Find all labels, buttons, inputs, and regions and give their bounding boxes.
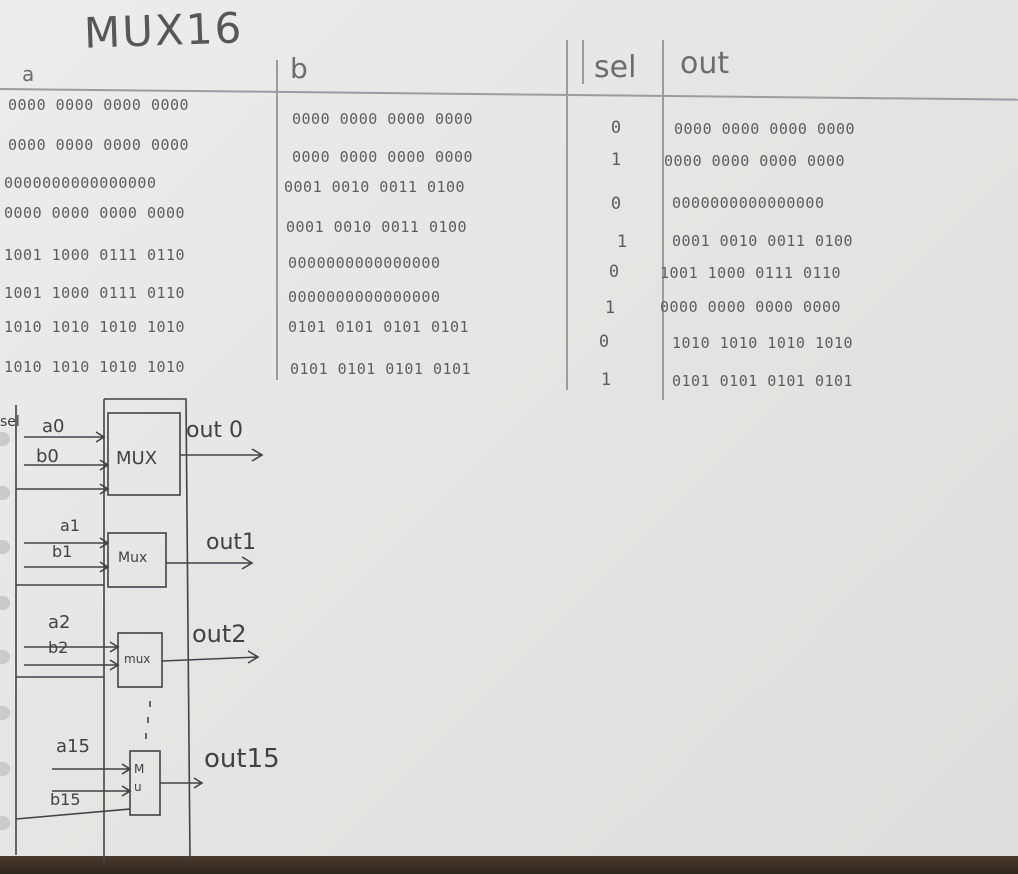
stage15-b-label: b15 xyxy=(50,790,81,809)
stage15-block-label: M u xyxy=(134,762,145,794)
header-sel: sel xyxy=(594,50,637,85)
cell-b: 0001 0010 0011 0100 xyxy=(286,218,468,236)
cell-b: 0000 0000 0000 0000 xyxy=(292,148,474,166)
cell-sel: 0 xyxy=(610,194,622,214)
header-b: b xyxy=(290,52,308,85)
stage0-a-label: a0 xyxy=(42,416,65,437)
stage2-out-label: out2 xyxy=(192,620,247,648)
cell-sel: 1 xyxy=(610,150,622,170)
cell-a: 0000 0000 0000 0000 xyxy=(4,204,186,222)
mux-block-1 xyxy=(107,532,167,588)
cell-b: 0101 0101 0101 0101 xyxy=(288,318,470,336)
column-rule-bsel xyxy=(566,40,568,390)
cell-b: 0001 0010 0011 0100 xyxy=(284,178,466,196)
mux-circuit-sketch xyxy=(15,398,264,865)
stage15-a-label: a15 xyxy=(56,736,90,757)
cell-out: 0000 0000 0000 0000 xyxy=(660,298,842,316)
cell-sel: 0 xyxy=(610,118,622,138)
cell-out: 0000000000000000 xyxy=(672,194,825,212)
cell-out: 0000 0000 0000 0000 xyxy=(674,120,856,138)
cell-a: 0000 0000 0000 0000 xyxy=(8,96,190,114)
stage0-block-label: MUX xyxy=(116,448,158,469)
cell-out: 0000 0000 0000 0000 xyxy=(664,152,846,170)
stage1-a-label: a1 xyxy=(60,516,80,535)
desk-edge xyxy=(0,856,1018,874)
cell-sel: 0 xyxy=(598,332,610,352)
header-out: out xyxy=(680,46,730,81)
page-title: MUX16 xyxy=(83,3,245,58)
circuit-sel-label: sel xyxy=(0,414,20,430)
stage2-b-label: b2 xyxy=(48,638,69,657)
bus-outer-box xyxy=(104,398,191,861)
stage0-b-label: b0 xyxy=(36,446,59,467)
cell-a: 1001 1000 0111 0110 xyxy=(4,284,186,302)
stage2-a-label: a2 xyxy=(48,612,71,633)
mux-block-2 xyxy=(117,632,163,688)
stage1-b-label: b1 xyxy=(52,542,73,561)
stage1-block-label: Mux xyxy=(118,550,148,566)
header-a: a xyxy=(22,62,35,86)
cell-out: 0101 0101 0101 0101 xyxy=(672,372,854,390)
cell-b: 0000000000000000 xyxy=(288,288,441,306)
column-rule-ab xyxy=(276,60,278,380)
cell-a: 0000 0000 0000 0000 xyxy=(8,136,190,154)
stage15-out-label: out15 xyxy=(204,744,280,774)
cell-out: 1001 1000 0111 0110 xyxy=(660,264,842,282)
cell-a: 1010 1010 1010 1010 xyxy=(4,358,186,376)
cell-b: 0000 0000 0000 0000 xyxy=(292,110,474,128)
mux-block-0 xyxy=(107,412,181,496)
cell-sel: 1 xyxy=(604,298,616,318)
stage2-block-label: mux xyxy=(124,652,151,666)
cell-out: 1010 1010 1010 1010 xyxy=(672,334,854,352)
column-rule-selout xyxy=(662,40,664,400)
cell-b: 0101 0101 0101 0101 xyxy=(290,360,472,378)
cell-sel: 1 xyxy=(616,232,628,252)
stage1-out-label: out1 xyxy=(206,530,257,555)
cell-a: 1001 1000 0111 0110 xyxy=(4,246,186,264)
cell-b: 0000000000000000 xyxy=(288,254,441,272)
cell-out: 0001 0010 0011 0100 xyxy=(672,232,854,250)
column-rule-sel-double xyxy=(582,40,584,84)
cell-a: 1010 1010 1010 1010 xyxy=(4,318,186,336)
cell-sel: 0 xyxy=(608,262,620,282)
stage0-out-label: out 0 xyxy=(186,418,244,443)
cell-sel: 1 xyxy=(600,370,612,390)
cell-a: 0000000000000000 xyxy=(4,174,157,192)
